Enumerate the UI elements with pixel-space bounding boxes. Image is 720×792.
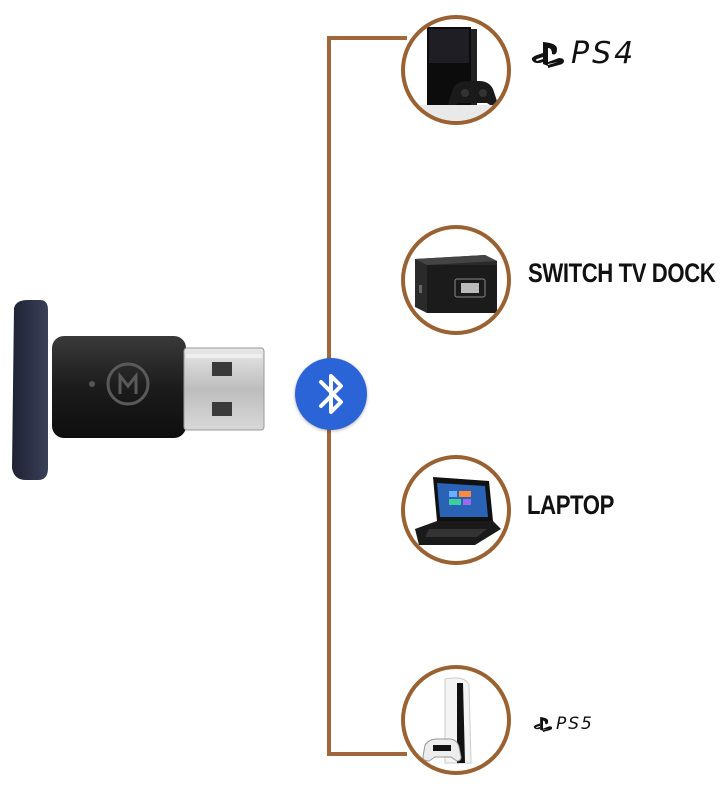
bluetooth-badge: [295, 358, 367, 430]
ps5-console-circle: [401, 665, 511, 775]
switch-dock-label: SWITCH TV DOCK: [528, 258, 716, 288]
connector-ps5-line: [327, 752, 407, 756]
bluetooth-icon: [319, 374, 343, 414]
ps4-console-circle: [401, 15, 511, 125]
laptop-circle: [401, 455, 511, 565]
ps5-brand: PS5: [533, 714, 594, 734]
laptop-label: LAPTOP: [527, 490, 614, 520]
ps4-brand-text: PS4: [571, 36, 637, 71]
connector-ps4-line: [327, 36, 407, 40]
usb-dongle-icon: [0, 290, 270, 490]
ps4-brand: PS4: [531, 36, 636, 71]
playstation-logo-icon: [533, 717, 553, 732]
ps5-brand-text: PS5: [556, 714, 594, 734]
switch-dock-circle: [401, 225, 511, 335]
playstation-logo-icon: [531, 41, 564, 68]
